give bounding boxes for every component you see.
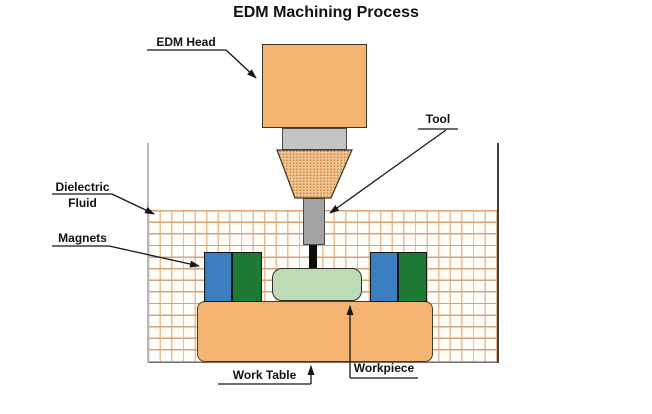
- edm-head-block: [262, 44, 367, 128]
- page-title: EDM Machining Process: [233, 4, 419, 21]
- workpiece-label: Workpiece: [353, 361, 415, 375]
- edm-head-arrow: [225, 49, 257, 79]
- tool-arrow: [329, 129, 447, 214]
- tool-label: Tool: [425, 112, 451, 126]
- tank-wall-left: [147, 143, 149, 363]
- magnet-right-green: [398, 252, 427, 302]
- magnet-right-blue: [370, 252, 398, 302]
- electrode-tip: [309, 245, 317, 268]
- tool-holder-cone: [276, 149, 353, 199]
- tool-shaft: [303, 198, 325, 245]
- magnet-left-green: [232, 252, 262, 302]
- work-table-label: Work Table: [232, 368, 297, 382]
- magnet-left-blue: [204, 252, 232, 302]
- magnets-label: Magnets: [58, 231, 107, 245]
- workpiece-block: [272, 268, 362, 301]
- edm-head-label: EDM Head: [156, 35, 216, 49]
- tank-wall-right: [497, 143, 499, 363]
- dielectric-fluid-label-line1: Dielectric: [55, 180, 110, 194]
- work-table: [197, 301, 433, 362]
- spindle-connector: [282, 128, 347, 150]
- dielectric-fluid-label-line2: Fluid: [68, 196, 97, 210]
